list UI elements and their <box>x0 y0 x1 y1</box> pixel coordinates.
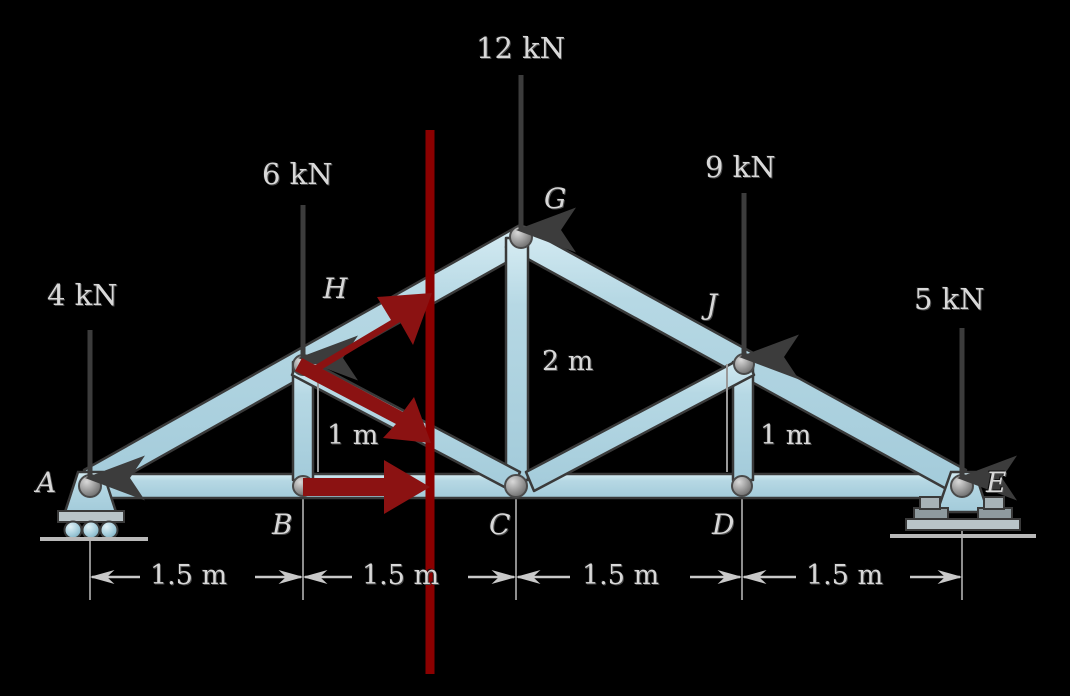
force-arrow-bottom-chord <box>303 460 430 514</box>
load-label-12kn: 12 kN <box>476 31 566 65</box>
pin-a <box>78 474 102 498</box>
load-arrows <box>85 75 1017 501</box>
load-label-9kn: 9 kN <box>705 150 776 184</box>
joint-label-c: C <box>489 508 511 541</box>
joint-label-g: G <box>544 182 567 215</box>
force-arrow-top-chord <box>302 293 432 376</box>
height-label-right: 1 m <box>760 420 812 451</box>
span-label-de: 1.5 m <box>806 560 884 591</box>
span-label-bc: 1.5 m <box>362 560 440 591</box>
joint-label-d: D <box>712 508 735 541</box>
load-label-6kn: 6 kN <box>262 157 333 191</box>
span-label-ab: 1.5 m <box>150 560 228 591</box>
joint-label-h: H <box>323 272 348 305</box>
pin-d <box>731 475 753 497</box>
joint-label-e: E <box>986 466 1007 499</box>
member-vertical-gc <box>504 236 530 482</box>
height-label-left: 1 m <box>327 420 379 451</box>
pin-c <box>504 474 528 498</box>
truss-members <box>82 223 968 500</box>
span-label-cd: 1.5 m <box>582 560 660 591</box>
joint-label-a: A <box>36 466 57 499</box>
pin-e <box>950 474 974 498</box>
force-arrow-diagonal <box>295 358 431 443</box>
internal-force-arrows <box>295 293 432 514</box>
load-label-4kn: 4 kN <box>47 278 118 312</box>
joint-label-j: J <box>706 288 718 321</box>
load-label-5kn: 5 kN <box>914 282 985 316</box>
joint-label-b: B <box>272 508 293 541</box>
height-label-mid: 2 m <box>542 346 594 377</box>
